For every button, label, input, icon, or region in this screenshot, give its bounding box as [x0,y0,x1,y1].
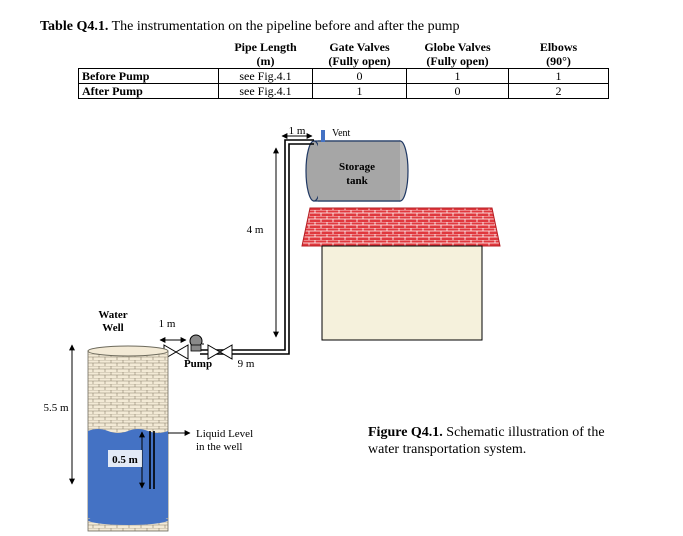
table-caption: Table Q4.1. The instrumentation on the p… [40,19,460,35]
water-well-label-line2: Well [102,322,123,334]
dim-label-top: 1 m [289,125,306,137]
dim-label-water: 0.5 m [112,454,138,466]
gate-valve [207,344,233,360]
vent-label: Vent [332,128,351,139]
well-water [88,429,168,522]
header-gate-valves-note: (Fully open) [328,54,391,68]
dim-label-height: 5.5 m [43,402,69,414]
pump-label: Pump [184,358,212,370]
tank-label-line1: Storage [339,161,375,173]
storage-tank [305,130,409,202]
header-elbows-note: (90°) [546,54,571,68]
figure-caption-label: Figure Q4.1. [368,425,443,440]
table-cell: 0 [312,68,407,84]
instrumentation-table: Pipe Length Gate Valves Globe Valves Elb… [78,40,609,99]
table-cell: 1 [312,83,407,99]
figure-caption-text: Schematic illustration of the water tran… [368,425,605,457]
table-header-row-2: (m) (Fully open) (Fully open) (90°) [79,54,609,69]
row-label-after-pump: After Pump [78,83,219,99]
water-well [87,345,169,532]
header-gate-valves: Gate Valves [329,40,390,54]
header-pipe-length: Pipe Length [234,40,297,54]
table-caption-label: Table Q4.1. [40,19,109,34]
pump-icon [189,334,203,352]
table-cell: 2 [508,83,609,99]
liquid-level-label-line1: Liquid Level [196,428,253,440]
liquid-level-label-line2: in the well [196,441,242,453]
table-header-row-1: Pipe Length Gate Valves Globe Valves Elb… [79,40,609,54]
dim-label-vertical: 4 m [247,224,264,236]
header-elbows: Elbows [539,40,578,54]
tank-label-line2: tank [346,175,368,187]
table-row: After Pump see Fig.4.1 1 0 2 [78,83,609,99]
table-caption-text: The instrumentation on the pipeline befo… [108,19,460,34]
table-cell: 1 [508,68,609,84]
header-globe-valves-note: (Fully open) [426,54,489,68]
water-well-label-line1: Water [98,309,127,321]
header-globe-valves: Globe Valves [424,40,491,54]
figure-caption: Figure Q4.1. Schematic illustration of t… [368,424,628,458]
vent-pipe [321,130,325,142]
table-cell: see Fig.4.1 [218,83,313,99]
table-cell: see Fig.4.1 [218,68,313,84]
house [301,207,501,341]
table-cell: 1 [406,68,509,84]
table-cell: 0 [406,83,509,99]
dim-label-well-pipe: 1 m [159,318,176,330]
table-row: Before Pump see Fig.4.1 0 1 1 [78,68,609,84]
dim-label-horizontal: 9 m [238,358,255,370]
row-label-before-pump: Before Pump [78,68,219,84]
header-pipe-length-unit: (m) [256,54,275,68]
